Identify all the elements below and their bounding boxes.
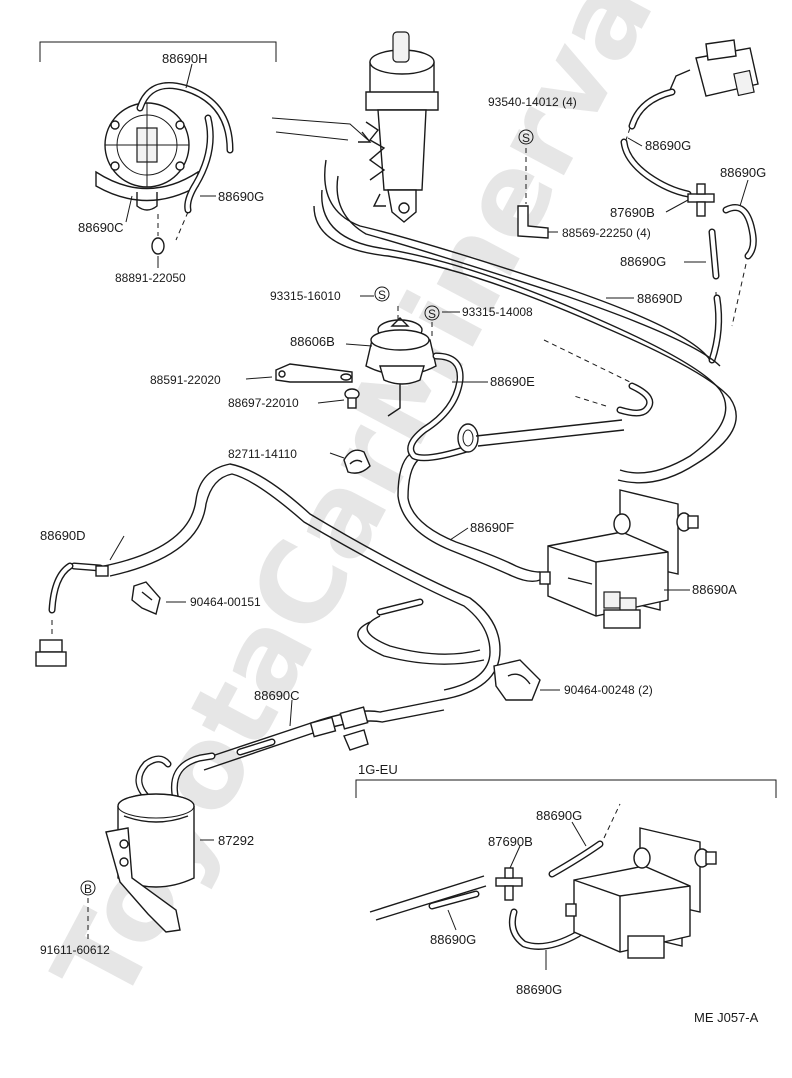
- vsv-bracket-part: [365, 31, 439, 223]
- label-87690B-eu: 87690B: [488, 834, 533, 849]
- label-90464-00151: 90464-00151: [190, 595, 261, 609]
- label-88690G-tr1: 88690G: [645, 138, 691, 153]
- tee-connector-87690B-top: [687, 183, 715, 217]
- label-93540-14012: 93540-14012 (4): [488, 95, 577, 109]
- clamp-82711: [343, 449, 371, 474]
- clip-90464-00151: [131, 581, 161, 615]
- label-87292: 87292: [218, 833, 254, 848]
- variant-label: 1G-EU: [358, 762, 398, 777]
- label-91611-60612: 91611-60612: [40, 943, 110, 957]
- label-88569-22250: 88569-22250 (4): [562, 226, 651, 240]
- label-88690G-tr2: 88690G: [720, 165, 766, 180]
- label-93315-14008: 93315-14008: [462, 305, 533, 319]
- label-88690C-mid: 88690C: [254, 688, 300, 703]
- symbol-b-91611: B: [84, 882, 92, 896]
- label-88690G-tr3: 88690G: [620, 254, 666, 269]
- clip-88690D-end: [35, 639, 67, 667]
- pipe-88690F: 88690F: [397, 419, 625, 583]
- label-88690D-right: 88690D: [637, 291, 683, 306]
- label-88690G-eu2: 88690G: [430, 932, 476, 947]
- left-mid-group: 88690D 90464-00151: [35, 463, 501, 701]
- label-88891-22050: 88891-22050: [115, 271, 186, 285]
- label-88690H: 88690H: [162, 51, 208, 66]
- label-88690G-topleft: 88690G: [218, 189, 264, 204]
- vsv-88690A: 88690A: [539, 489, 737, 629]
- mid-group: S S: [150, 286, 535, 474]
- variant-1g-eu-group: 1G-EU 88690G 87690B: [355, 762, 777, 997]
- label-88690G-eu1: 88690G: [536, 808, 582, 823]
- label-90464-00248: 90464-00248 (2): [564, 683, 653, 697]
- label-88697-22010: 88697-22010: [228, 396, 299, 410]
- bolt-88697: [344, 388, 360, 409]
- label-88690D-left: 88690D: [40, 528, 86, 543]
- grommet: [457, 423, 479, 453]
- vacuum-regulator-88606B: [365, 317, 437, 417]
- symbol-s-93540: S: [522, 131, 530, 145]
- pipe-88690C-mid: 88690C: [199, 598, 485, 771]
- bracket-88569: [517, 205, 549, 239]
- pipe-88690D-right: [313, 159, 737, 484]
- label-88690A: 88690A: [692, 582, 737, 597]
- top-left-group: 88690H 88690G 88690C 88891-22050: [39, 41, 277, 285]
- label-88591-22020: 88591-22020: [150, 373, 221, 387]
- vsv-connector-part: [669, 39, 759, 97]
- bracket-88591: [275, 363, 353, 383]
- plug-88891: [151, 237, 165, 255]
- top-right-group: S 93540-14012 (4) 88690G 88690G 87690B 8…: [488, 39, 766, 364]
- label-82711-14110: 82711-14110: [228, 447, 297, 461]
- label-88690F: 88690F: [470, 520, 514, 535]
- label-88606B: 88606B: [290, 334, 335, 349]
- label-88690E: 88690E: [490, 374, 535, 389]
- vsv-1g-eu: [565, 827, 717, 959]
- clip-90464-00248: 90464-00248 (2): [493, 659, 653, 701]
- label-93315-16010: 93315-16010: [270, 289, 341, 303]
- diagram-code: ME J057-A: [694, 1010, 759, 1025]
- mid-right-connectors: [543, 339, 654, 417]
- label-88690G-eu3: 88690G: [516, 982, 562, 997]
- label-87690B-top: 87690B: [610, 205, 655, 220]
- symbol-s-93315-14008: S: [428, 307, 436, 321]
- tee-connector-87690B-eu: [495, 867, 523, 901]
- vacuum-valve-part: [95, 102, 199, 211]
- pointer-arrows: [271, 117, 372, 143]
- label-88690C-topleft: 88690C: [78, 220, 124, 235]
- symbol-s-93315-16010: S: [378, 288, 386, 302]
- filter-87292: 87292 B 91611-60612: [40, 752, 254, 957]
